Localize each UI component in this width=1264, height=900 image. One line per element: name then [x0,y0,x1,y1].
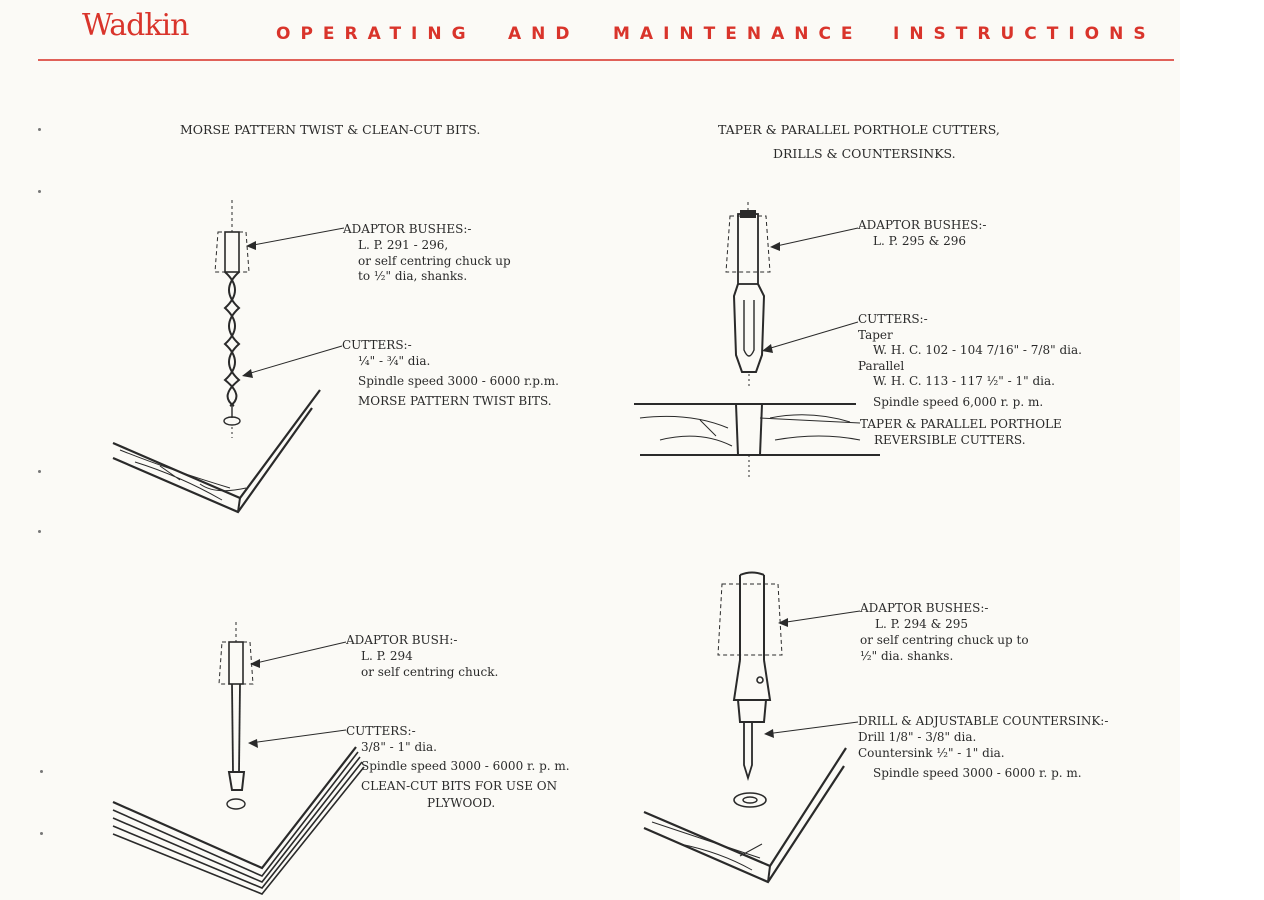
header-word-instructions: INSTRUCTIONS [893,24,1156,44]
margin-dot [38,470,41,473]
adaptor-line: or self centring chuck. [361,665,499,679]
section-title-porthole: TAPER & PARALLEL PORTHOLE CUTTERS, [718,122,1000,137]
adaptor-line: L. P. 291 - 296, [358,238,449,252]
margin-dot [40,832,43,835]
cutters-line: Spindle speed 3000 - 6000 r.p.m. [358,374,559,388]
cutters-heading: CUTTERS:- [342,338,412,352]
adaptor-line: or self centring chuck up [358,254,511,268]
cutters-line: Spindle speed 3000 - 6000 r. p. m. [361,759,570,773]
cutters-line: REVERSIBLE CUTTERS. [874,433,1026,447]
margin-dot [38,190,41,193]
adaptor-line: L. P. 294 & 295 [875,617,968,631]
adaptor-heading: ADAPTOR BUSHES:- [858,218,987,232]
margin-dot [40,770,43,773]
adaptor-line: ½" dia. shanks. [860,649,954,663]
cutters-line: W. H. C. 102 - 104 7/16" - 7/8" dia. [873,343,1082,357]
cutters-line: 3/8" - 1" dia. [361,740,437,754]
cutters-heading: CUTTERS:- [346,724,416,738]
cutters-line: Spindle speed 6,000 r. p. m. [873,395,1044,409]
document-page: Wadkin OPERATING AND MAINTENANCE INSTRUC… [38,8,1174,895]
section-title-porthole-2: DRILLS & COUNTERSINKS. [773,146,956,161]
cutters-line: CLEAN-CUT BITS FOR USE ON [361,779,558,793]
drill-heading: DRILL & ADJUSTABLE COUNTERSINK:- [858,714,1109,728]
page-margin [1180,0,1264,900]
cutters-heading: CUTTERS:- [858,312,928,326]
header-rule [38,59,1174,61]
cutters-line: TAPER & PARALLEL PORTHOLE [860,417,1062,431]
section-title-morse: MORSE PATTERN TWIST & CLEAN-CUT BITS. [180,122,481,137]
tool-illustrations [112,200,880,895]
brand-logo: Wadkin [82,8,189,43]
cutters-line: PLYWOOD. [427,796,496,810]
drill-line: Countersink ½" - 1" dia. [858,746,1005,760]
cutters-line: W. H. C. 113 - 117 ½" - 1" dia. [873,374,1055,388]
adaptor-line: L. P. 295 & 296 [873,234,966,248]
adaptor-line: or self centring chuck up to [860,633,1029,647]
cutters-line: MORSE PATTERN TWIST BITS. [358,394,552,408]
adaptor-heading: ADAPTOR BUSHES:- [860,601,989,615]
cutters-line: ¼" - ¾" dia. [358,354,431,368]
margin-dot [38,128,41,131]
adaptor-heading: ADAPTOR BUSHES:- [343,222,472,236]
drill-line: Drill 1/8" - 3/8" dia. [858,730,977,744]
adaptor-line: L. P. 294 [361,649,413,663]
header-word-maintenance: MAINTENANCE [613,24,863,44]
cutters-line: Taper [858,328,893,342]
header-word-operating: OPERATING [276,24,476,44]
margin-dot [38,530,41,533]
drill-line: Spindle speed 3000 - 6000 r. p. m. [873,766,1082,780]
adaptor-heading: ADAPTOR BUSH:- [346,633,458,647]
header-word-and: AND [508,24,580,44]
cutters-line: Parallel [858,359,905,373]
adaptor-line: to ½" dia, shanks. [358,269,468,283]
